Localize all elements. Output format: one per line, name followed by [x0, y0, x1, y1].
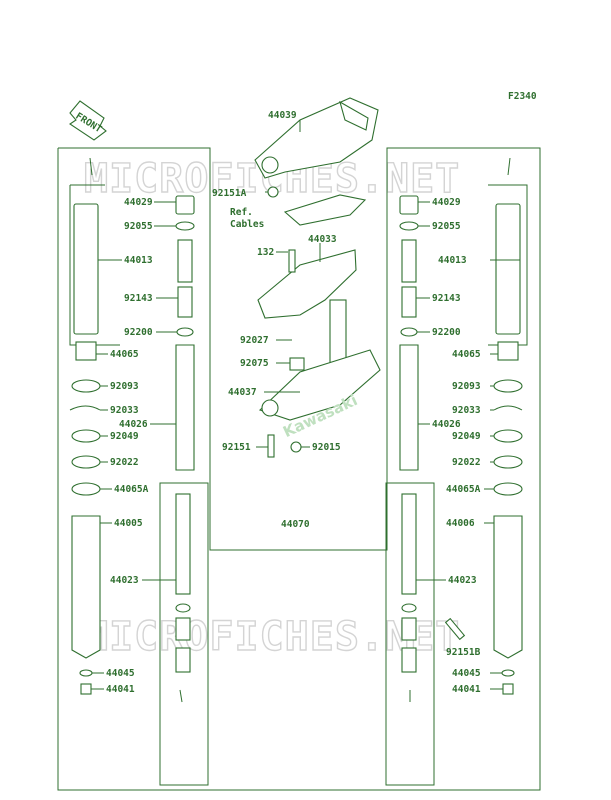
- part-label: 44041: [452, 684, 481, 695]
- cover-plate: [257, 249, 357, 319]
- left-fork-parts: [69, 195, 195, 695]
- part-label: 44033: [308, 234, 337, 245]
- part-label: 92143: [432, 293, 461, 304]
- part-label: 44045: [106, 668, 135, 679]
- watermark-bottom: MICROFICHES.NET: [84, 614, 460, 660]
- part-label: 44065A: [114, 484, 149, 495]
- front-arrow-icon: FRONT: [69, 100, 107, 141]
- ref-text-2: Cables: [230, 219, 264, 230]
- part-label: 44065: [452, 349, 481, 360]
- right-fork-parts: [399, 195, 523, 695]
- cable-guide: [283, 194, 367, 226]
- part-label: 92049: [452, 431, 481, 442]
- part-label: 92200: [124, 327, 153, 338]
- part-label: 92143: [124, 293, 153, 304]
- part-label: 92027: [240, 335, 269, 346]
- part-labels: 44039 92151A 44033 132 92027 92075 44037…: [106, 110, 481, 695]
- part-label: 92033: [452, 405, 481, 416]
- part-label: 44041: [106, 684, 135, 695]
- part-label: 92093: [110, 381, 139, 392]
- part-label: 92093: [452, 381, 481, 392]
- part-label: 44065A: [446, 484, 481, 495]
- part-label: 92200: [432, 327, 461, 338]
- nut-92015: [290, 441, 302, 453]
- part-label: 92033: [110, 405, 139, 416]
- part-label: 44005: [114, 518, 143, 529]
- part-label: 44029: [432, 197, 461, 208]
- part-label: 44026: [432, 419, 461, 430]
- upper-bracket: [254, 97, 379, 179]
- part-label: 44023: [110, 575, 139, 586]
- part-label: 44026: [119, 419, 148, 430]
- bolt-132: [288, 249, 296, 273]
- part-label: 44029: [124, 197, 153, 208]
- part-label: 92151A: [212, 188, 247, 199]
- part-label: 44023: [448, 575, 477, 586]
- part-label: 92049: [110, 431, 139, 442]
- part-label: 92055: [432, 221, 461, 232]
- part-label: 44045: [452, 668, 481, 679]
- part-label: 92151B: [446, 647, 481, 658]
- part-label: 92022: [452, 457, 481, 468]
- part-label: 44013: [438, 255, 467, 266]
- part-label: 44039: [268, 110, 297, 121]
- part-label: 92055: [124, 221, 153, 232]
- leader-lines: [91, 120, 520, 690]
- steering-stem: [258, 299, 381, 421]
- bolt-92151a: [267, 186, 279, 198]
- part-label: 92151: [222, 442, 251, 453]
- part-label: 92075: [240, 358, 269, 369]
- part-label: 44013: [124, 255, 153, 266]
- bolt-92151: [267, 434, 275, 458]
- ref-text-1: Ref.: [230, 207, 253, 218]
- part-label: 44070: [281, 519, 310, 530]
- part-label: 132: [257, 247, 274, 258]
- figure-code: F2340: [508, 91, 537, 102]
- part-label: 92022: [110, 457, 139, 468]
- part-label: 44006: [446, 518, 475, 529]
- part-label: 44065: [110, 349, 139, 360]
- part-label: 92015: [312, 442, 341, 453]
- part-label: 44037: [228, 387, 257, 398]
